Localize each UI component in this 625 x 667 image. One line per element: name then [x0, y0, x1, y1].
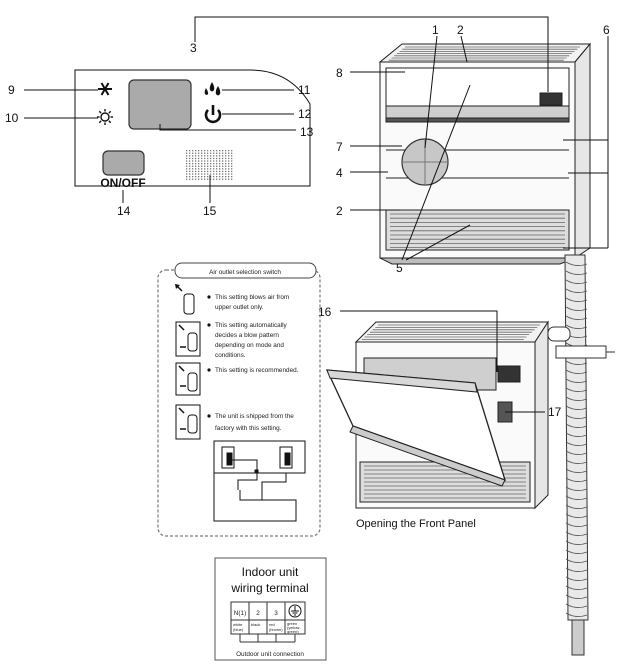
terminal-title-2: wiring terminal — [230, 581, 308, 595]
setting-3-icon — [175, 362, 201, 396]
callout-7: 7 — [336, 140, 343, 154]
front-panel-caption: Opening the Front Panel — [356, 518, 476, 530]
callout-3: 3 — [190, 41, 197, 55]
callout-6: 6 — [603, 23, 610, 37]
setting-3-text: This setting is recommended. — [215, 367, 299, 374]
terminal-cell-2: 2 — [256, 610, 260, 617]
control-panel: ON/OFF — [24, 69, 311, 203]
callout-1: 1 — [432, 23, 439, 37]
callout-14: 14 — [117, 204, 131, 218]
callout-2-bottom: 2 — [336, 204, 343, 218]
indoor-unit-drawing — [378, 42, 592, 265]
terminal-cell-n1: N(1) — [234, 610, 246, 617]
onoff-button — [102, 150, 145, 176]
callout-15: 15 — [203, 204, 217, 218]
callout-9: 9 — [8, 83, 15, 97]
callout-8: 8 — [336, 66, 343, 80]
setting-1-text: This setting blows air from upper outlet… — [215, 294, 291, 311]
callout-12: 12 — [298, 107, 312, 121]
setting-4-icon — [175, 404, 201, 440]
snowflake-icon — [98, 82, 112, 96]
wire-label-white: white (blue) — [233, 622, 244, 632]
sun-icon — [97, 109, 113, 125]
callout-13: 13 — [300, 125, 314, 139]
setting-2-icon — [175, 321, 201, 357]
callout-16: 16 — [318, 305, 332, 319]
wire-label-red: red (brown) — [269, 622, 283, 632]
terminal-cell-3: 3 — [274, 610, 278, 617]
wire-label-black: black — [251, 622, 260, 627]
onoff-label: ON/OFF — [100, 176, 145, 190]
receiver-grille — [186, 150, 233, 180]
power-icon — [204, 105, 222, 124]
unit-control-panel — [539, 92, 563, 106]
switch-box-title: Air outlet selection switch — [209, 269, 281, 276]
outdoor-connection-label: Outdoor unit connection — [236, 651, 304, 658]
callout-17: 17 — [548, 405, 562, 419]
setting-1-icon — [175, 284, 195, 315]
droplets-icon — [204, 82, 221, 96]
callout-5: 5 — [396, 261, 403, 275]
callout-11: 11 — [298, 83, 311, 97]
wire-label-green: green (yellow- green) — [287, 621, 302, 634]
terminal-title-1: Indoor unit — [242, 565, 299, 579]
callout-2-top: 2 — [457, 23, 464, 37]
drain-pipe-drawing — [547, 254, 615, 656]
setting-4-text: The unit is shipped from the factory wit… — [215, 413, 296, 432]
display-screen — [128, 79, 192, 130]
switch-wiring-diagram — [213, 440, 306, 522]
open-panel-unit-drawing — [325, 320, 549, 510]
setting-2-text: This setting automatically decides a blo… — [215, 322, 289, 359]
callout-4: 4 — [336, 166, 343, 180]
air-outlet-switch-box: Air outlet selection switch — [157, 262, 321, 537]
wiring-terminal-box: Indoor unit wiring terminal N(1) 2 3 whi… — [214, 557, 327, 661]
unit-control-panel-open — [497, 365, 521, 383]
callout-10: 10 — [5, 111, 19, 125]
ground-icon — [288, 604, 302, 618]
